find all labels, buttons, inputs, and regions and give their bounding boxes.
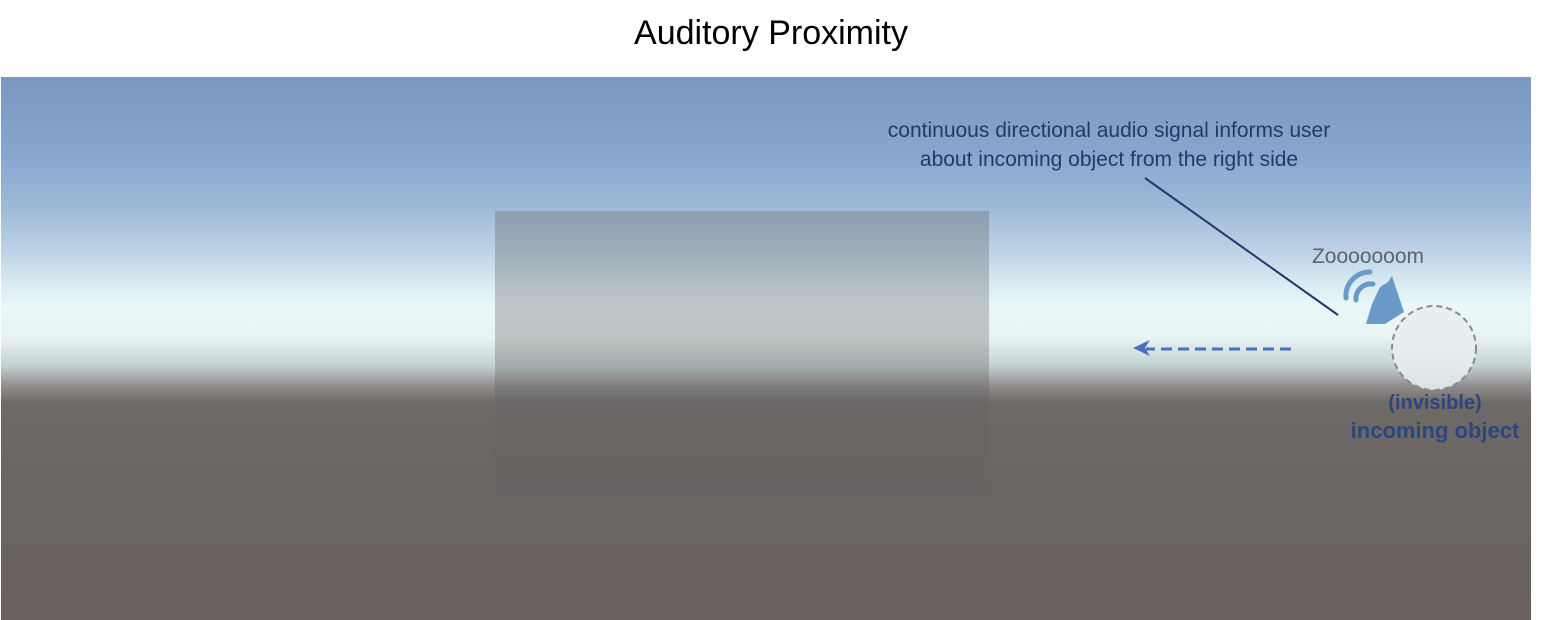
invisible-object-circle	[1391, 305, 1477, 391]
speaker-with-sound-waves-icon	[1343, 269, 1404, 324]
incoming-direction-arrow	[1133, 340, 1291, 356]
object-visibility-label: (invisible)	[1388, 392, 1482, 414]
callout-leader-line	[1144, 177, 1339, 316]
hud-panel	[495, 211, 989, 494]
audio-callout-line-2: about incoming object from the right sid…	[919, 148, 1299, 171]
audio-callout: continuous directional audio signal info…	[809, 116, 1409, 174]
page-title: Auditory Proximity	[634, 14, 908, 52]
sound-effect-text: Zooooooom	[1311, 245, 1425, 268]
object-name-label: incoming object	[1350, 418, 1520, 443]
audio-callout-line-1: continuous directional audio signal info…	[887, 119, 1331, 142]
vr-scene: continuous directional audio signal info…	[1, 77, 1531, 620]
horizon-shading	[1, 77, 1531, 620]
